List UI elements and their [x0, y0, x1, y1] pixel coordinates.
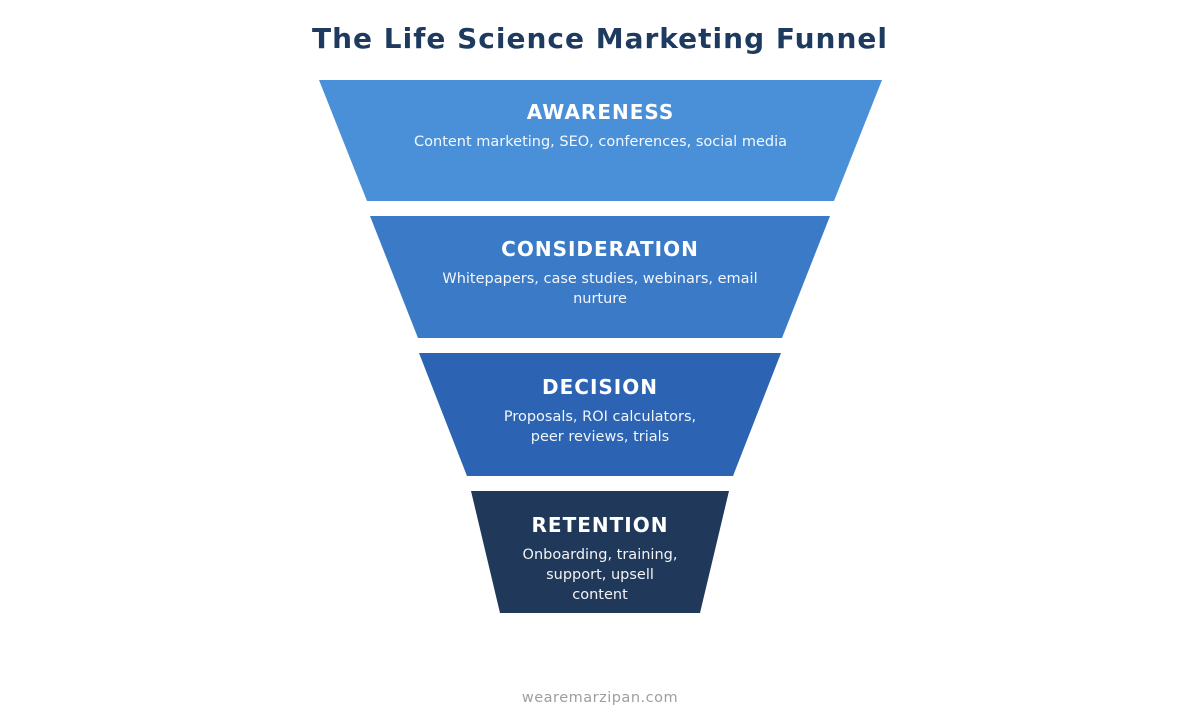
- stage-title-retention: RETENTION: [531, 513, 669, 537]
- funnel-stage-consideration: CONSIDERATION Whitepapers, case studies,…: [370, 216, 830, 338]
- description-line: Proposals, ROI calculators,: [503, 409, 697, 425]
- stage-description-retention: Onboarding, training, support, upsell co…: [523, 545, 678, 605]
- page-title: The Life Science Marketing Funnel: [311, 22, 888, 55]
- stage-title-consideration: CONSIDERATION: [501, 237, 699, 261]
- footer-url: wearemarzipan.com: [521, 690, 679, 706]
- funnel-stage-decision: DECISION Proposals, ROI calculators, pee…: [419, 353, 781, 476]
- stage-description-consideration: Whitepapers, case studies, webinars, ema…: [442, 269, 757, 309]
- stage-description-awareness: Content marketing, SEO, conferences, soc…: [414, 132, 787, 152]
- description-line: Whitepapers, case studies, webinars, ema…: [442, 271, 758, 287]
- stage-title-awareness: AWARENESS: [526, 100, 675, 124]
- description-line: Content marketing, SEO, conferences, soc…: [414, 134, 787, 150]
- stage-description-decision: Proposals, ROI calculators, peer reviews…: [504, 407, 696, 447]
- description-line: peer reviews, trials: [530, 429, 670, 445]
- stage-title-decision: DECISION: [542, 375, 658, 399]
- description-line: Onboarding, training,: [522, 547, 678, 563]
- description-line: content: [572, 587, 628, 603]
- description-line: nurture: [573, 291, 627, 307]
- funnel-stage-awareness: AWARENESS Content marketing, SEO, confer…: [319, 80, 882, 201]
- funnel-stage-retention: RETENTION Onboarding, training, support,…: [471, 491, 729, 613]
- description-line: support, upsell: [546, 567, 654, 583]
